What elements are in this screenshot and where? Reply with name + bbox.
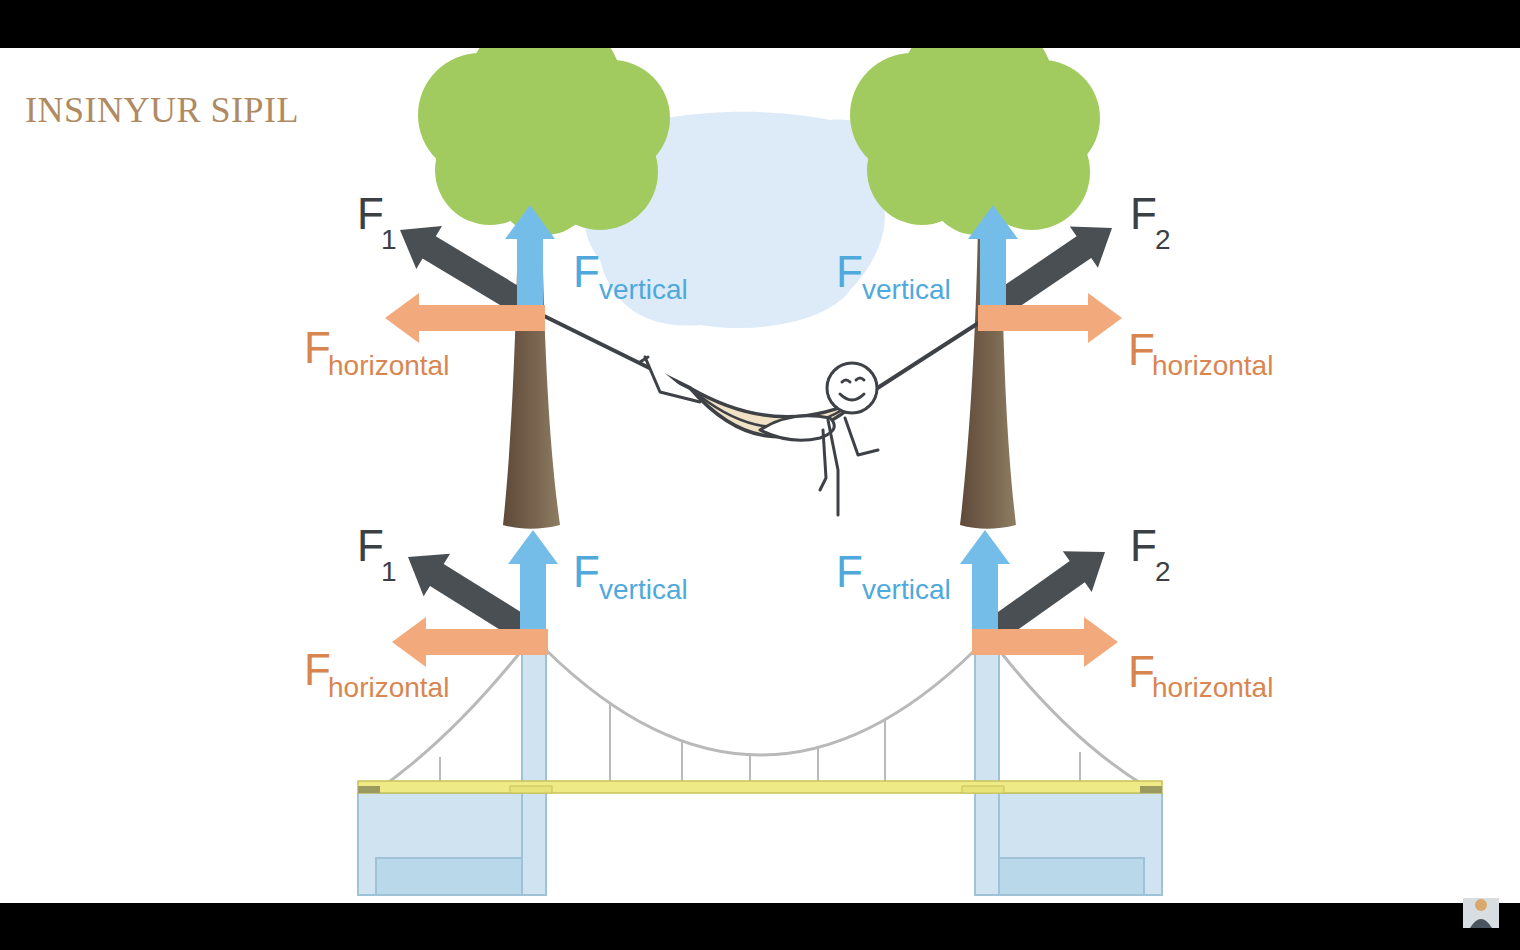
force-subscript: horizontal	[328, 674, 449, 702]
force-arrow	[385, 293, 545, 343]
letterbox-bar	[0, 903, 1520, 950]
force-arrow	[400, 226, 527, 313]
force-symbol: F	[573, 550, 600, 594]
force-symbol: F	[1130, 192, 1157, 236]
force-subscript: 2	[1155, 226, 1171, 254]
force-subscript: 1	[381, 226, 397, 254]
force-arrow	[392, 617, 548, 667]
force-arrow	[972, 617, 1118, 667]
force-subscript: 2	[1155, 558, 1171, 586]
hammock	[540, 314, 980, 437]
force-arrow	[960, 530, 1010, 644]
force-subscript: 1	[381, 558, 397, 586]
force-symbol: F	[357, 524, 384, 568]
force-symbol: F	[573, 250, 600, 294]
force-symbol: F	[304, 326, 331, 370]
force-subscript: horizontal	[328, 352, 449, 380]
bridge	[358, 648, 1162, 895]
force-subscript: vertical	[599, 576, 688, 604]
title: INSINYUR SIPIL	[25, 92, 299, 128]
force-subscript: vertical	[599, 276, 688, 304]
force-symbol: F	[304, 648, 331, 692]
force-arrow	[508, 530, 558, 644]
force-arrow	[505, 205, 555, 314]
force-symbol: F	[1130, 524, 1157, 568]
presenter-icon	[1463, 898, 1499, 928]
force-arrow	[978, 293, 1122, 343]
person	[640, 357, 878, 515]
force-arrows	[385, 205, 1122, 667]
letterbox-bar	[0, 0, 1520, 48]
force-symbol: F	[836, 250, 863, 294]
force-subscript: vertical	[862, 576, 951, 604]
force-subscript: horizontal	[1152, 674, 1273, 702]
force-subscript: horizontal	[1152, 352, 1273, 380]
force-arrow	[408, 554, 532, 641]
force-subscript: vertical	[862, 276, 951, 304]
force-symbol: F	[1128, 328, 1155, 372]
force-symbol: F	[357, 192, 384, 236]
force-arrow	[968, 205, 1018, 314]
force-symbol: F	[836, 550, 863, 594]
force-symbol: F	[1128, 650, 1155, 694]
